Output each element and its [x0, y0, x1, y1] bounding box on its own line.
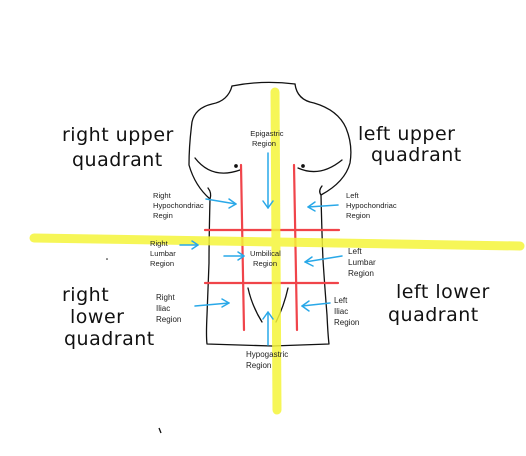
umbilical-region-label: Umbilical Region — [250, 249, 283, 268]
stray-tick-bottom — [158, 427, 162, 434]
left-lower-quadrant-label: left lower quadrant — [388, 281, 496, 326]
torso-outline — [188, 81, 352, 347]
left-iliac-region-label: Left Iliac Region — [334, 296, 359, 327]
left-armpit — [319, 185, 323, 196]
right-hypochondriac-region-label: Right Hypochondriac Regin — [153, 191, 206, 220]
right-chest-curve — [194, 157, 241, 174]
region-arrows — [179, 152, 343, 346]
grid-vertical-left — [292, 163, 299, 332]
left-nipple — [301, 164, 305, 168]
arrow-epigastric — [262, 152, 274, 209]
neckline — [231, 81, 296, 87]
torso-left-contour — [188, 85, 273, 347]
arrow-right-iliac — [194, 298, 230, 308]
arrow-right-hypochondriac — [205, 198, 237, 209]
quadrant-midlines — [29, 87, 525, 415]
right-iliac-region-label: Right Iliac Region — [156, 293, 181, 324]
torso-right-contour — [271, 83, 352, 347]
right-armpit — [207, 187, 212, 200]
right-nipple — [234, 164, 238, 168]
left-chest-curve — [297, 159, 343, 173]
left-upper-quadrant-label: left upper quadrant — [358, 123, 462, 166]
right-lumbar-region-label: Right Lumbar Region — [150, 239, 178, 268]
right-inguinal-line — [247, 287, 263, 323]
arrow-right-lumbar — [179, 240, 199, 250]
arrow-left-iliac — [301, 300, 331, 312]
midline-vertical — [270, 87, 282, 415]
grid-vertical-right — [239, 163, 246, 332]
arrow-umbilical — [223, 251, 245, 261]
left-hypochondriac-region-label: Left Hypochondriac Region — [346, 191, 399, 220]
arrow-left-hypochondriac — [307, 201, 339, 212]
arrow-left-lumbar — [304, 255, 343, 267]
left-lumbar-region-label: Left Lumbar Region — [348, 247, 378, 278]
right-upper-quadrant-label: right upper quadrant — [62, 124, 180, 171]
midline-horizontal — [29, 233, 525, 251]
arrow-hypogastric — [262, 311, 274, 346]
hypogastric-region-label: Hypogastric Region — [246, 350, 290, 370]
stray-dot-left — [106, 258, 108, 260]
right-lower-quadrant-label: right lower quadrant — [62, 284, 155, 350]
epigastric-region-label: Epigastric Region — [250, 129, 285, 148]
